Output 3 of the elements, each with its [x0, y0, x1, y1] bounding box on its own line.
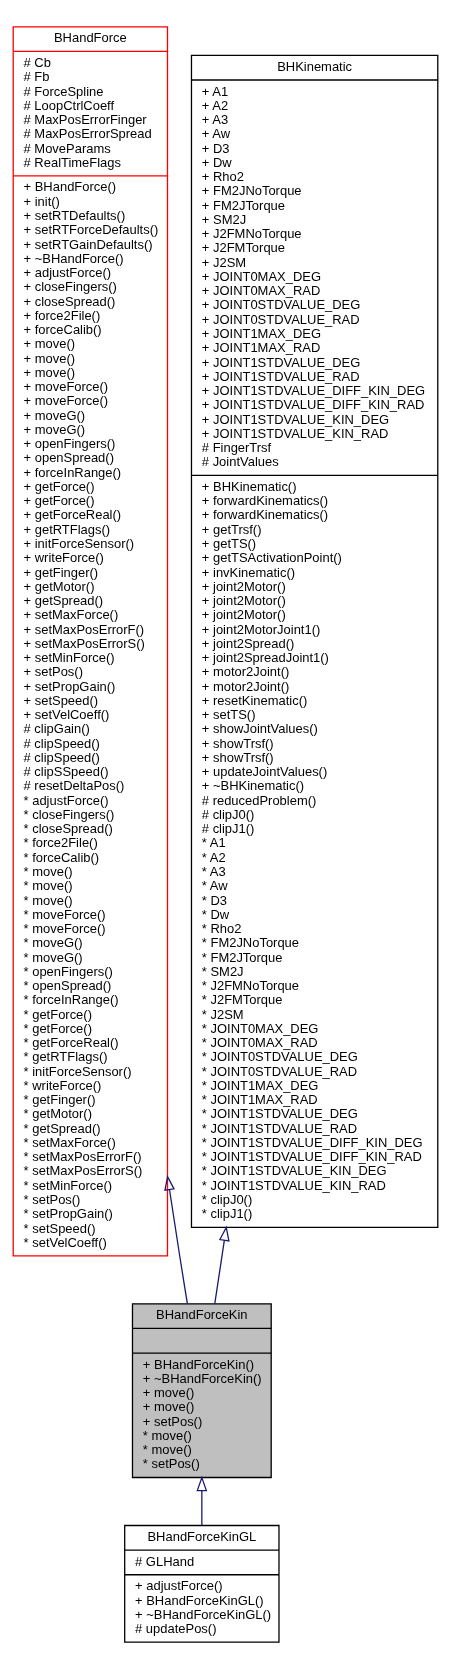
- arrow: [196, 1475, 208, 1526]
- arrow: [214, 1225, 230, 1305]
- arrow: [164, 1174, 188, 1305]
